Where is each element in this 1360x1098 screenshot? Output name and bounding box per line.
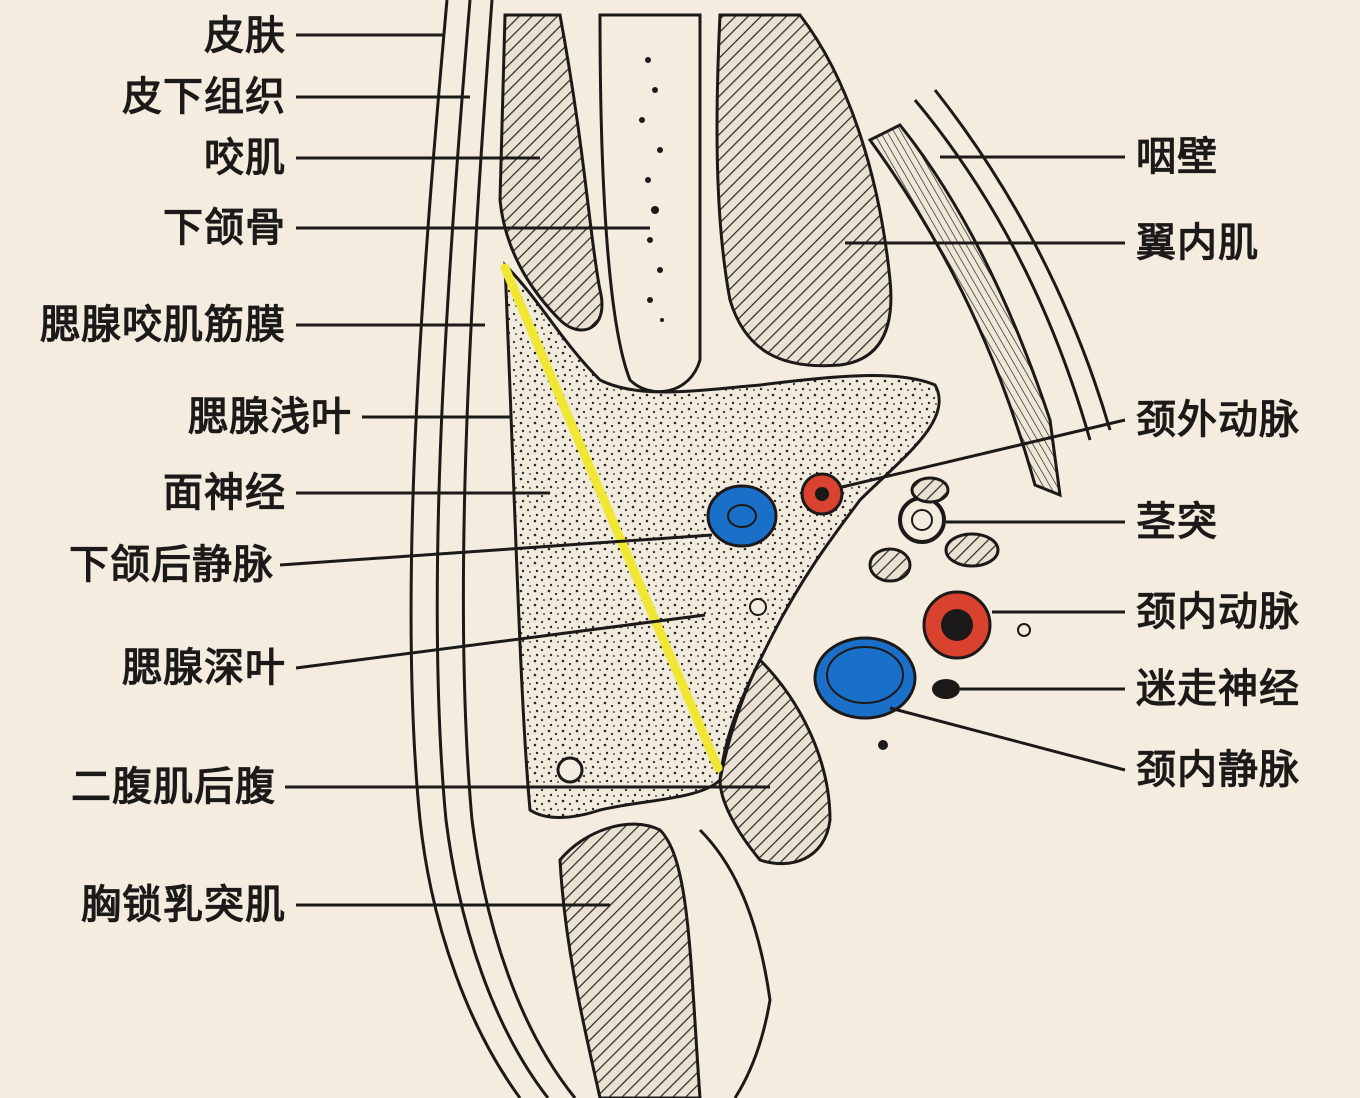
int-jugular-shape xyxy=(815,638,915,718)
mandible-shape xyxy=(600,15,700,392)
label-scm: 胸锁乳突肌 xyxy=(20,881,286,929)
scm-shape xyxy=(560,824,700,1098)
label-digastric: 二腹肌后腹 xyxy=(16,763,276,811)
label-masseter: 咬肌 xyxy=(150,134,286,182)
fascia-tail xyxy=(700,830,770,1098)
medial-pterygoid-shape xyxy=(717,15,891,366)
label-medial-pterygoid: 翼内肌 xyxy=(1136,219,1259,267)
retromandibular-vein-shape xyxy=(708,486,776,546)
label-facial-nerve: 面神经 xyxy=(110,469,286,517)
label-superficial-lobe: 腮腺浅叶 xyxy=(130,393,352,441)
label-skin: 皮肤 xyxy=(150,12,286,60)
label-pharynx-wall: 咽壁 xyxy=(1136,133,1218,181)
label-ext-carotid: 颈外动脉 xyxy=(1136,396,1300,444)
label-deep-lobe: 腮腺深叶 xyxy=(60,644,286,692)
label-mandible: 下颌骨 xyxy=(120,204,286,252)
label-vagus: 迷走神经 xyxy=(1136,665,1300,713)
label-retromandibular-vein: 下颌后静脉 xyxy=(20,541,274,589)
label-int-jugular: 颈内静脉 xyxy=(1136,746,1300,794)
label-subcutaneous: 皮下组织 xyxy=(80,73,286,121)
label-int-carotid: 颈内动脉 xyxy=(1136,588,1300,636)
vagus-shape xyxy=(932,679,960,699)
label-parotid-fascia: 腮腺咬肌筋膜 xyxy=(4,301,286,349)
label-styloid: 茎突 xyxy=(1136,498,1218,546)
